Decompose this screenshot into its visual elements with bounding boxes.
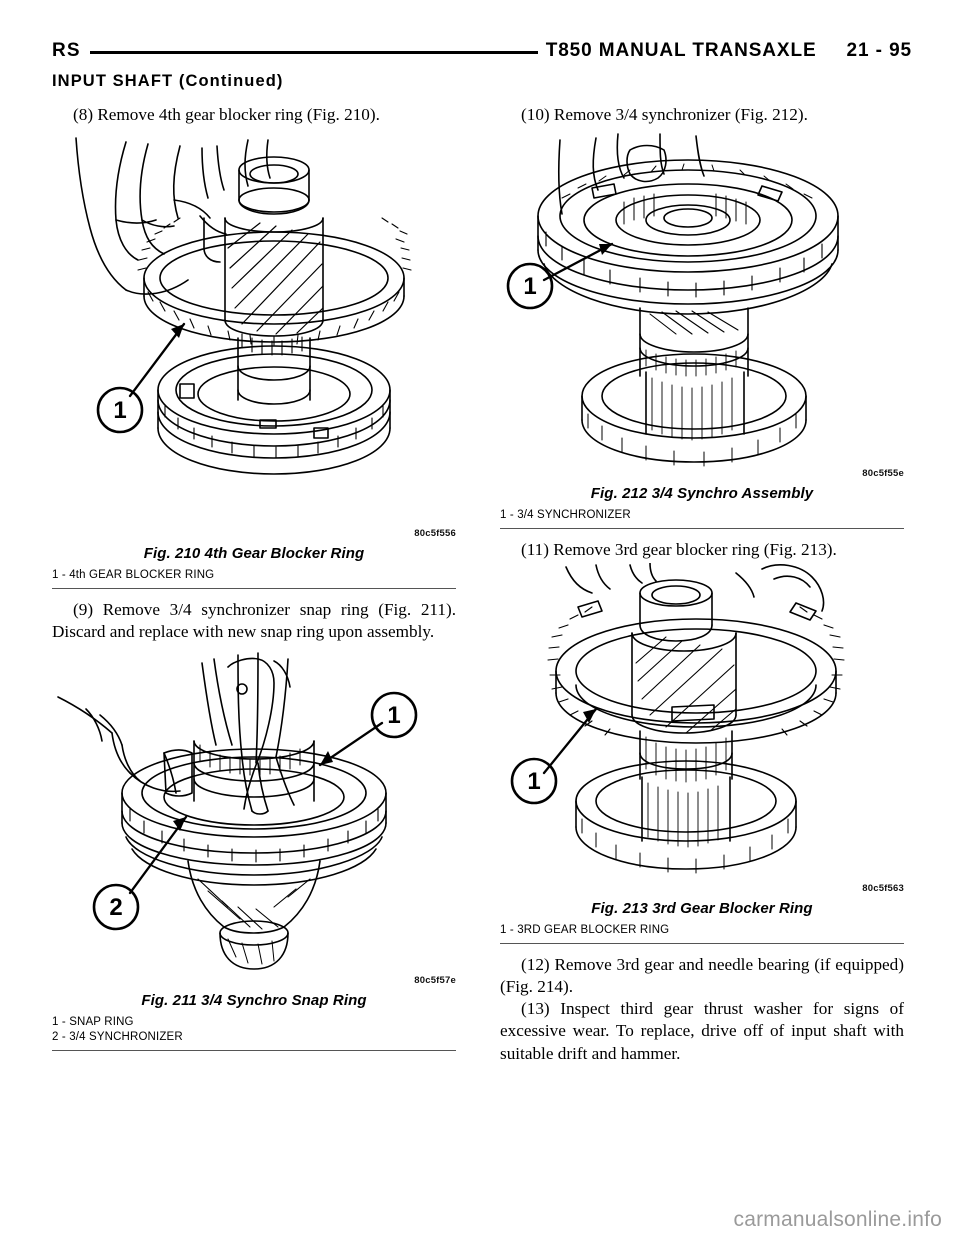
figure-212: 1 80c5f55e Fig. 212 3/4 Synchro Assembly… bbox=[500, 128, 904, 529]
figure-212-legend: 1 - 3/4 SYNCHRONIZER bbox=[500, 508, 904, 523]
figure-211-legend: 1 - SNAP RING 2 - 3/4 SYNCHRONIZER bbox=[52, 1015, 456, 1044]
step-13-text: (13) Inspect third gear thrust washer fo… bbox=[500, 999, 904, 1063]
right-column: (10) Remove 3/4 synchronizer (Fig. 212). bbox=[500, 104, 904, 1065]
figure-212-caption: Fig. 212 3/4 Synchro Assembly bbox=[590, 485, 814, 503]
figure-211-callout-1: 1 bbox=[387, 702, 400, 729]
figure-212-image-code: 80c5f55e bbox=[862, 468, 904, 480]
figure-212-illustration: 1 bbox=[500, 128, 904, 468]
step-10-text: (10) Remove 3/4 synchronizer (Fig. 212). bbox=[521, 105, 808, 124]
figure-210: 1 80c5f556 Fig. 210 4th Gear Blocker Rin… bbox=[52, 128, 456, 589]
figure-213-divider bbox=[500, 942, 904, 944]
header-left-code: RS bbox=[52, 40, 81, 61]
figure-210-illustration: 1 bbox=[52, 128, 456, 528]
figure-210-callout-1: 1 bbox=[113, 397, 126, 424]
figure-213: 1 80c5f563 Fig. 213 3rd Gear Blocker Rin… bbox=[500, 563, 904, 944]
figure-210-image-code: 80c5f556 bbox=[414, 528, 456, 540]
figure-213-image-code: 80c5f563 bbox=[862, 883, 904, 895]
figure-211-image-code: 80c5f57e bbox=[414, 975, 456, 987]
step-12-text: (12) Remove 3rd gear and needle bearing … bbox=[500, 954, 904, 996]
figure-210-legend-item: 1 - 4th GEAR BLOCKER RING bbox=[52, 569, 215, 582]
figure-211-callout-2: 2 bbox=[109, 894, 122, 921]
site-watermark: carmanualsonline.info bbox=[733, 1208, 942, 1231]
figure-213-caption: Fig. 213 3rd Gear Blocker Ring bbox=[591, 900, 813, 918]
figure-211-legend-item: 2 - 3/4 SYNCHRONIZER bbox=[52, 1031, 183, 1043]
figure-211-legend-item: 1 - SNAP RING bbox=[52, 1016, 134, 1029]
figure-212-callout-1: 1 bbox=[523, 273, 536, 300]
step-9-text: (9) Remove 3/4 synchronizer snap ring (F… bbox=[52, 599, 456, 642]
figure-211-illustration: 1 2 bbox=[52, 645, 456, 975]
figure-212-divider bbox=[500, 527, 904, 529]
page-header: RS T850 MANUAL TRANSAXLE 21 - 95 bbox=[52, 36, 912, 66]
figure-211-divider bbox=[52, 1049, 456, 1051]
figure-213-legend-item: 1 - 3RD GEAR BLOCKER RING bbox=[500, 924, 670, 937]
page-number: 21 - 95 bbox=[846, 40, 912, 61]
figure-210-legend: 1 - 4th GEAR BLOCKER RING bbox=[52, 568, 456, 583]
step-8-text: (8) Remove 4th gear blocker ring (Fig. 2… bbox=[73, 105, 380, 124]
figure-210-caption: Fig. 210 4th Gear Blocker Ring bbox=[143, 545, 365, 563]
figure-210-divider bbox=[52, 587, 456, 589]
figure-213-legend: 1 - 3RD GEAR BLOCKER RING bbox=[500, 923, 904, 938]
step-11-text: (11) Remove 3rd gear blocker ring (Fig. … bbox=[521, 539, 837, 559]
header-title: T850 MANUAL TRANSAXLE bbox=[545, 40, 817, 61]
section-title: INPUT SHAFT (Continued) bbox=[52, 72, 284, 90]
figure-211-caption: Fig. 211 3/4 Synchro Snap Ring bbox=[141, 992, 367, 1010]
figure-211: 1 2 80c5f57e Fig. 211 3/4 Synchro Snap R… bbox=[52, 645, 456, 1051]
figure-213-callout-1: 1 bbox=[527, 768, 540, 795]
figure-213-illustration: 1 bbox=[500, 563, 904, 883]
left-column: (8) Remove 4th gear blocker ring (Fig. 2… bbox=[52, 104, 456, 1061]
figure-212-legend-item: 1 - 3/4 SYNCHRONIZER bbox=[500, 509, 631, 522]
header-rule bbox=[89, 50, 538, 54]
